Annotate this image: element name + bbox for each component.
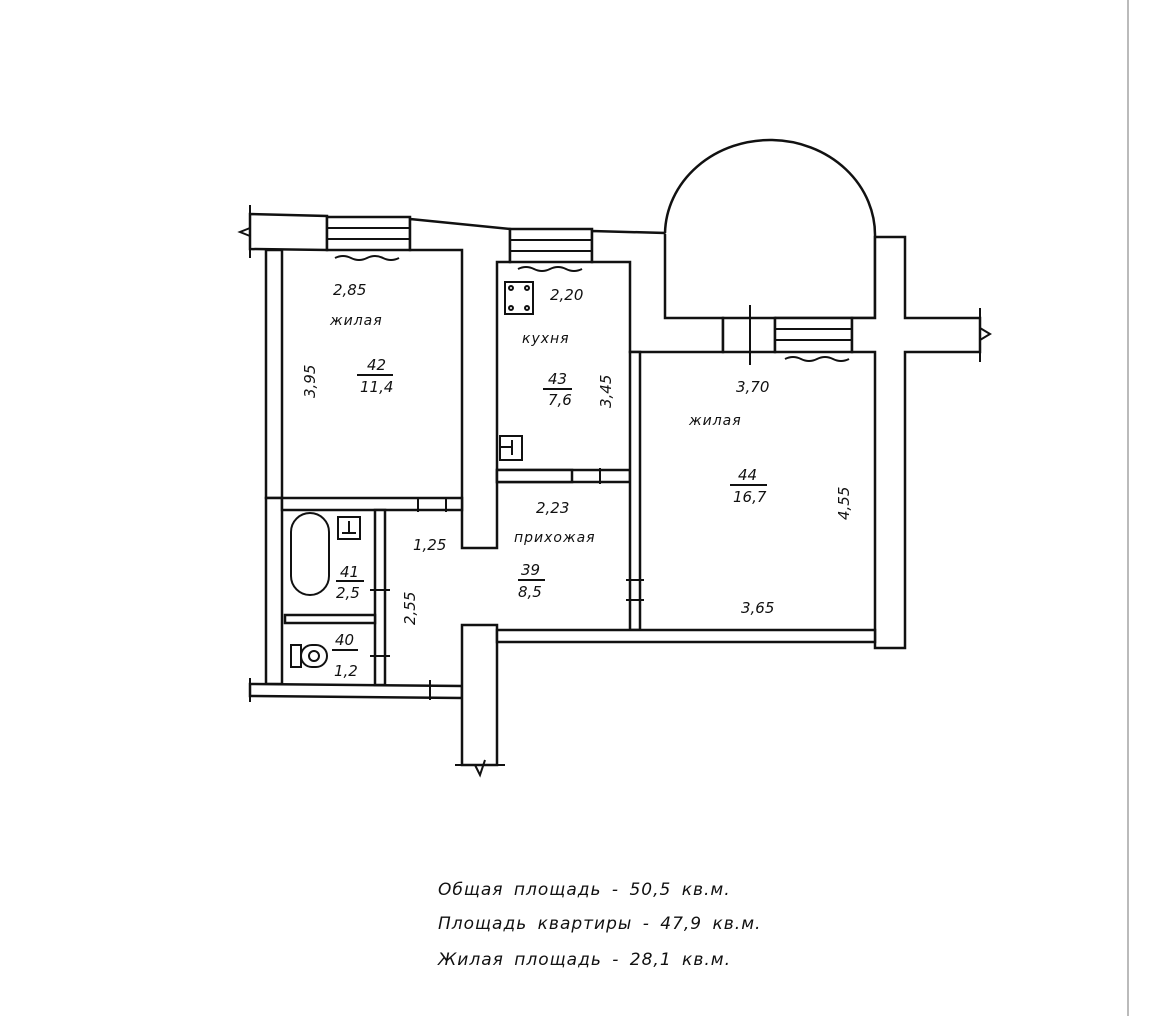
dim-height: 3,45 xyxy=(597,375,615,408)
window-room-42 xyxy=(325,215,412,261)
balcony-door xyxy=(721,305,777,365)
room-area: 8,5 xyxy=(518,583,542,601)
room-area: 16,7 xyxy=(733,488,767,506)
dim-width: 2,85 xyxy=(333,281,366,299)
room-number: 40 xyxy=(335,631,354,649)
window-kitchen xyxy=(508,227,594,272)
stove-icon xyxy=(504,281,534,315)
room-name: жилая xyxy=(329,313,383,329)
room-42: 2,85 жилая 42 11,4 3,95 xyxy=(301,281,393,398)
window-room-44 xyxy=(773,316,854,362)
room-name: жилая xyxy=(688,413,742,429)
apartment-area: Площадь квартиры - 47,9 кв.м. xyxy=(438,914,762,934)
dim-width-bottom: 3,65 xyxy=(741,599,774,617)
walls xyxy=(237,138,992,778)
dim-width-top: 3,70 xyxy=(736,378,769,396)
dim-width: 2,23 xyxy=(536,499,569,517)
dim-width: 2,20 xyxy=(550,286,583,304)
living-area: Жилая площадь - 28,1 кв.м. xyxy=(438,950,731,970)
room-41: 41 2,5 xyxy=(336,563,364,602)
dim-height: 4,55 xyxy=(835,487,853,520)
dim-height: 3,95 xyxy=(301,365,319,398)
room-43: 2,20 кухня 43 7,6 3,45 xyxy=(522,286,615,409)
room-name: прихожая xyxy=(514,530,596,546)
dim-corridor-length: 2,55 xyxy=(401,592,419,625)
room-number: 42 xyxy=(367,356,386,374)
fixtures xyxy=(290,281,534,668)
room-number: 39 xyxy=(521,561,540,579)
room-39: 2,23 прихожая 39 8,5 1,25 2,55 xyxy=(401,499,596,625)
dim-corridor-width: 1,25 xyxy=(413,536,446,554)
room-number: 43 xyxy=(548,370,567,388)
room-area: 2,5 xyxy=(336,584,360,602)
total-area: Общая площадь - 50,5 кв.м. xyxy=(438,880,731,900)
room-40: 40 1,2 xyxy=(332,631,358,680)
room-area: 1,2 xyxy=(334,662,358,680)
room-44: 3,70 жилая 44 16,7 4,55 3,65 xyxy=(688,378,853,617)
toilet-icon xyxy=(290,644,328,668)
bathtub-icon xyxy=(290,512,330,596)
bath-sink-icon xyxy=(337,516,361,540)
room-name: кухня xyxy=(522,331,570,347)
room-number: 44 xyxy=(738,466,757,484)
room-number: 41 xyxy=(340,563,359,581)
balcony xyxy=(663,138,877,320)
room-area: 7,6 xyxy=(548,391,572,409)
room-area: 11,4 xyxy=(360,378,393,396)
